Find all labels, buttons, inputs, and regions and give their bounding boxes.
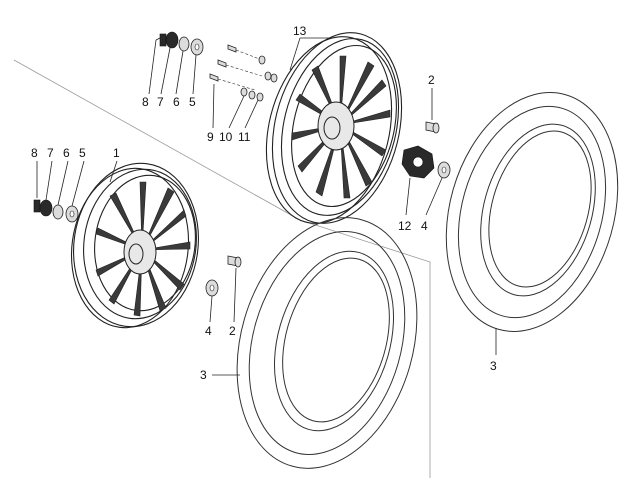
rear-axle-parts — [159, 31, 204, 56]
callout-right-4: 4 — [421, 219, 428, 233]
callout-right-2: 2 — [428, 73, 435, 87]
front-tyre — [236, 217, 418, 469]
callout-left-7: 7 — [47, 146, 54, 160]
rear-tyre — [445, 92, 619, 332]
callout-top-10: 10 — [219, 130, 233, 144]
callout-top-8: 8 — [142, 95, 149, 109]
callout-left-4: 4 — [205, 324, 212, 338]
front-washer-6 — [52, 204, 64, 220]
callout-left-6: 6 — [63, 146, 70, 160]
front-axle-parts — [33, 199, 79, 223]
callout-top-5: 5 — [189, 95, 196, 109]
rear-washer-4 — [437, 161, 451, 179]
callout-left-2: 2 — [229, 324, 236, 338]
rear-bolts — [209, 44, 278, 102]
front-washer-4 — [205, 279, 219, 297]
rear-wheel-rim — [265, 32, 403, 224]
callout-right-12: 12 — [398, 219, 412, 233]
front-wheel-rim — [70, 162, 199, 329]
callout-top-6: 6 — [173, 95, 180, 109]
callout-left-3: 3 — [200, 368, 207, 382]
callout-right-3: 3 — [490, 359, 497, 373]
callout-labels: 8 7 6 5 13 9 10 11 2 12 4 3 8 7 6 5 1 4 … — [31, 24, 497, 382]
callout-left-5: 5 — [79, 146, 86, 160]
rear-nut-8 — [159, 33, 167, 47]
callout-left-1: 1 — [113, 146, 120, 160]
front-nut-7 — [39, 199, 53, 217]
assembly-separator — [13, 59, 431, 478]
callout-top-7: 7 — [157, 95, 164, 109]
callout-top-13: 13 — [293, 24, 307, 38]
front-nut-8 — [33, 199, 41, 213]
rear-washer-6 — [178, 36, 190, 52]
front-valve-2 — [227, 255, 242, 268]
rear-nut-7 — [165, 31, 179, 49]
callout-top-9: 9 — [207, 130, 214, 144]
rear-valve-2 — [425, 121, 440, 134]
rear-hub-flange-12 — [401, 145, 435, 179]
callout-left-8: 8 — [31, 146, 38, 160]
leader-lines — [36, 37, 497, 376]
callout-top-11: 11 — [238, 130, 251, 144]
